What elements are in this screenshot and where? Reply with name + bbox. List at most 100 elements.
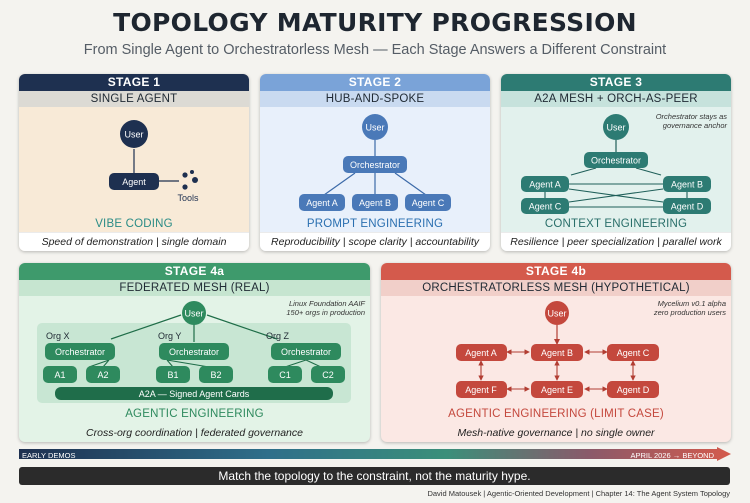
s4b-agent-text: Agent C — [617, 348, 650, 358]
stage-4a-diagram: User Org X Orchestrator A1 A2 Org Y Orch… — [37, 301, 351, 403]
s4b-user-node — [545, 301, 569, 325]
s1-agent-text: Agent — [122, 177, 146, 187]
s4a-agent-node — [156, 366, 190, 383]
s4b-agent-text: Agent E — [541, 385, 573, 395]
stage-4b-title: STAGE 4b — [381, 263, 731, 280]
stage-3-subtitle: A2A MESH + ORCH-AS-PEER — [501, 91, 731, 107]
s2-agent-node — [405, 194, 451, 211]
s2-user-node — [362, 114, 388, 140]
s4a-org-name: Org Z — [266, 331, 290, 341]
s4b-user-text: User — [547, 309, 566, 319]
stage-4a-card: STAGE 4a FEDERATED MESH (REAL) Linux Fou… — [19, 263, 370, 442]
stage-1-footer: Speed of demonstration | single domain — [19, 232, 249, 251]
stage-3-note: Orchestrator stays as governance anchor — [656, 112, 727, 130]
s3-orchestrator-text: Orchestrator — [591, 156, 641, 166]
s4a-agent-text: B1 — [167, 370, 178, 380]
stage-1-title: STAGE 1 — [19, 74, 249, 91]
attribution-footer: David Matousek | Agentic-Oriented Develo… — [427, 489, 730, 498]
s3-user-text: User — [606, 123, 625, 133]
stage-4a-subtitle: FEDERATED MESH (REAL) — [19, 280, 370, 296]
page-subtitle: From Single Agent to Orchestratorless Me… — [83, 42, 667, 58]
s3-user-node — [603, 114, 629, 140]
stage-4b-note-line: Mycelium v0.1 alpha — [657, 299, 726, 308]
s1-user-node — [120, 120, 148, 148]
s4a-org-name: Org X — [46, 331, 70, 341]
maturity-timeline — [19, 447, 731, 461]
stage-4a-label: AGENTIC ENGINEERING — [125, 408, 264, 420]
stage-2-footer: Reproducibility | scope clarity | accoun… — [260, 232, 490, 251]
s4a-orchestrator-text: Orchestrator — [169, 347, 219, 357]
s2-agent-node — [352, 194, 398, 211]
s4a-orchestrator-text: Orchestrator — [55, 347, 105, 357]
stage-2-title: STAGE 2 — [260, 74, 490, 91]
s4b-agent-text: Agent F — [465, 385, 497, 395]
stage-2-label: PROMPT ENGINEERING — [306, 218, 444, 230]
s3-agent-text: Agent A — [529, 180, 561, 190]
stage-2-diagram: User Orchestrator Agent A Agent B Agent … — [299, 114, 451, 211]
s4b-agent-node — [531, 344, 583, 361]
stage-1-diagram: User Agent Tools — [109, 120, 199, 203]
stage-4b-subtitle: ORCHESTRATORLESS MESH (HYPOTHETICAL) — [381, 280, 731, 296]
a2a-bus-text: A2A — Signed Agent Cards — [139, 389, 250, 399]
timeline-arrow — [19, 447, 731, 461]
stage-3-label: CONTEXT ENGINEERING — [544, 218, 688, 230]
s3-agent-node — [521, 198, 569, 214]
s4a-agent-node — [86, 366, 120, 383]
s4a-agent-node — [268, 366, 302, 383]
s4a-user-text: User — [184, 309, 203, 319]
takeaway-banner: Match the topology to the constraint, no… — [19, 467, 730, 485]
stage-4b-label: AGENTIC ENGINEERING (LIMIT CASE) — [448, 408, 664, 420]
s2-agent-text: Agent A — [306, 198, 338, 208]
s4a-agent-text: C1 — [279, 370, 291, 380]
stage-3-card: STAGE 3 A2A MESH + ORCH-AS-PEER Orchestr… — [501, 74, 731, 251]
stage-1-card: STAGE 1 SINGLE AGENT User Agent Tools VI… — [19, 74, 249, 251]
s3-agent-text: Agent D — [671, 202, 704, 212]
a2a-bus — [55, 387, 333, 400]
stage-4a-note-line: Linux Foundation AAIF — [288, 299, 365, 308]
page-title: TOPOLOGY MATURITY PROGRESSION — [113, 8, 637, 37]
s3-agent-text: Agent C — [529, 202, 562, 212]
stage-4b-note: Mycelium v0.1 alpha zero production user… — [654, 299, 726, 317]
stage-4b-card: STAGE 4b ORCHESTRATORLESS MESH (HYPOTHET… — [381, 263, 731, 442]
s3-agent-node — [663, 176, 711, 192]
stage-4b-diagram: User Agent A Agent B Agent C Agent F Age… — [456, 301, 659, 398]
s3-agent-text: Agent B — [671, 180, 703, 190]
stage-3-title: STAGE 3 — [501, 74, 731, 91]
s1-user-text: User — [124, 130, 143, 140]
s4b-agent-text: Agent B — [541, 348, 573, 358]
stage-4a-footer: Cross-org coordination | federated gover… — [86, 427, 303, 439]
s2-agent-text: Agent C — [412, 198, 445, 208]
stage-2-card: STAGE 2 HUB-AND-SPOKE User Orchestrator … — [260, 74, 490, 251]
stage-1-label: VIBE CODING — [95, 218, 173, 230]
s4a-orchestrator-node — [159, 343, 229, 360]
s4b-agent-text: Agent D — [617, 385, 650, 395]
s4a-orchestrator-text: Orchestrator — [281, 347, 331, 357]
stage-3-note-line: Orchestrator stays as — [655, 112, 727, 121]
s4a-agent-node — [43, 366, 77, 383]
s3-agent-node — [663, 198, 711, 214]
s1-agent-node — [109, 173, 159, 190]
timeline-start: EARLY DEMOS — [22, 451, 76, 460]
stage-4a-note-line: 150+ orgs in production — [286, 308, 365, 317]
s3-orchestrator-node — [584, 152, 648, 168]
federation-region — [37, 323, 351, 403]
s4a-agent-node — [199, 366, 233, 383]
s4a-user-node — [182, 301, 206, 325]
stage-3-note-line: governance anchor — [662, 121, 727, 130]
s4b-agent-node — [607, 381, 659, 398]
stage-3-footer: Resilience | peer specialization | paral… — [501, 232, 731, 251]
s4a-orchestrator-node — [45, 343, 115, 360]
s2-user-text: User — [365, 123, 384, 133]
s2-agent-text: Agent B — [359, 198, 391, 208]
s2-orchestrator-text: Orchestrator — [350, 160, 400, 170]
s4a-agent-text: C2 — [322, 370, 334, 380]
s4a-agent-node — [311, 366, 345, 383]
s4b-agent-node — [607, 344, 659, 361]
s4b-agent-node — [531, 381, 583, 398]
s4a-agent-text: A2 — [97, 370, 108, 380]
s4a-orchestrator-node — [271, 343, 341, 360]
s4b-agent-text: Agent A — [465, 348, 497, 358]
stage-1-subtitle: SINGLE AGENT — [19, 91, 249, 107]
s4a-agent-text: B2 — [210, 370, 221, 380]
s4a-agent-text: A1 — [54, 370, 65, 380]
